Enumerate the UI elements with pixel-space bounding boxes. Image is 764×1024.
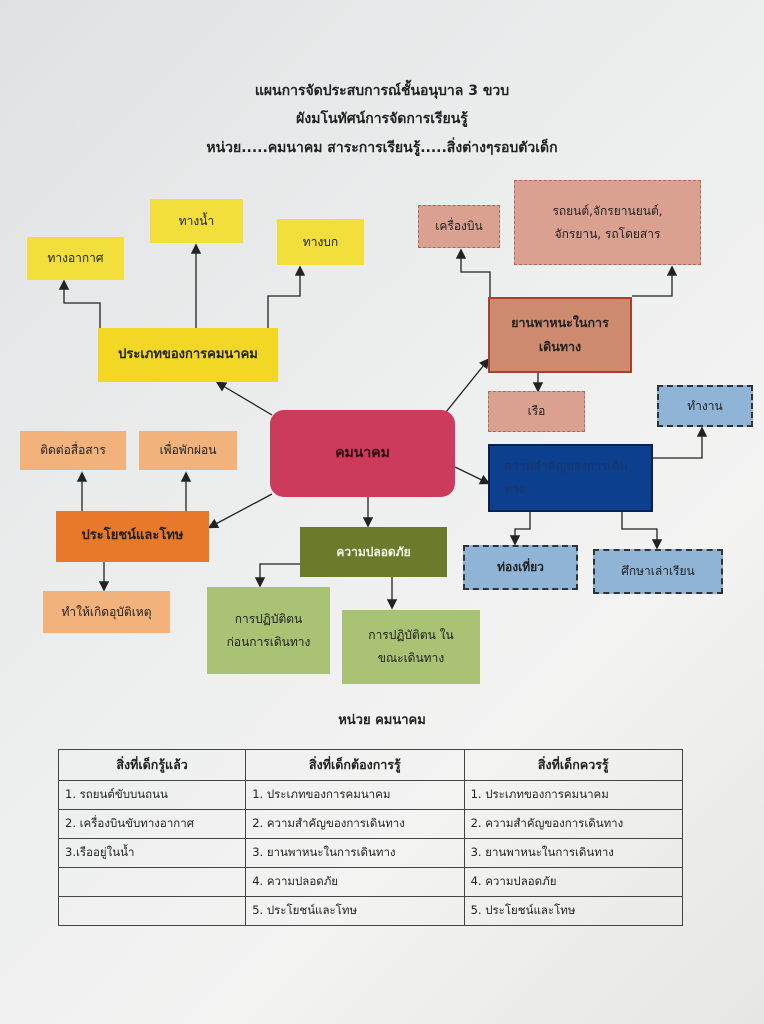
- doc-title: แผนการจัดประสบการณ์ชั้นอนุบาล 3 ขวบ: [254, 83, 510, 99]
- cell: 1. ประเภทของการคมนาคม: [245, 780, 465, 810]
- node-benefits: ประโยชน์และโทษ: [56, 511, 209, 562]
- node-communicate: ติดต่อสื่อสาร: [20, 431, 126, 470]
- node-center: คมนาคม: [270, 410, 455, 497]
- header-known: สิ่งที่เด็กรู้แล้ว: [57, 749, 247, 781]
- node-types: ประเภทของการคมนาคม: [98, 328, 278, 382]
- cell: [57, 867, 247, 897]
- node-during-travel: การปฏิบัติตน ในขณะเดินทาง: [342, 610, 480, 684]
- node-road-vehicles: รถยนต์,จักรยานยนต์, จักรยาน, รถโดยสาร: [514, 180, 701, 265]
- table-header-row: สิ่งที่เด็กรู้แล้วสิ่งที่เด็กต้องการรู้ส…: [57, 749, 684, 781]
- cell: [57, 896, 247, 926]
- cell: 5. ประโยชน์และโทษ: [245, 896, 465, 926]
- cell: 1. ประเภทของการคมนาคม: [463, 780, 684, 810]
- node-plane: เครื่องบิน: [418, 205, 500, 248]
- doc-subtitle: ผังมโนทัศน์การจัดการเรียนรู้: [296, 111, 468, 127]
- node-study: ศึกษาเล่าเรียน: [593, 549, 723, 594]
- node-boat: เรือ: [488, 391, 585, 432]
- table-caption: หน่วย คมนาคม: [338, 713, 426, 728]
- unit-line: หน่วย.....คมนาคม สาระการเรียนรู้.....สิ่…: [206, 140, 558, 156]
- node-importance: ความสำคัญของการเดินทาง: [488, 444, 653, 512]
- cell: 2. ความสำคัญของการเดินทาง: [463, 809, 684, 839]
- node-work: ทำงาน: [657, 385, 753, 427]
- cell: 3. ยานพาหนะในการเดินทาง: [245, 838, 465, 868]
- node-travel: ท่องเที่ยว: [463, 545, 578, 590]
- connector-lines: [58, 243, 708, 610]
- node-land: ทางบก: [277, 219, 364, 265]
- cell: 3. ยานพาหนะในการเดินทาง: [463, 838, 684, 868]
- cell: 4. ความปลอดภัย: [245, 867, 465, 897]
- cell: 2. เครื่องบินขับทางอากาศ: [57, 809, 247, 839]
- cell: 5. ประโยชน์และโทษ: [463, 896, 684, 926]
- cell: 2. ความสำคัญของการเดินทาง: [245, 809, 465, 839]
- node-before-travel: การปฏิบัติตน ก่อนการเดินทาง: [207, 587, 330, 674]
- knowledge-table: สิ่งที่เด็กรู้แล้วสิ่งที่เด็กต้องการรู้ส…: [57, 749, 684, 926]
- cell: 4. ความปลอดภัย: [463, 867, 684, 897]
- node-accident: ทำให้เกิดอุบัติเหตุ: [43, 591, 170, 633]
- node-vehicles: ยานพาหนะในการเดินทาง: [488, 297, 632, 373]
- cell: 1. รถยนต์ขับบนถนน: [57, 780, 247, 810]
- node-relax: เพื่อพักผ่อน: [139, 431, 237, 470]
- node-water: ทางน้ำ: [150, 199, 243, 243]
- node-air: ทางอากาศ: [27, 237, 124, 280]
- cell: 3.เรืออยู่ในน้ำ: [57, 838, 247, 868]
- header-should: สิ่งที่เด็กควรรู้: [463, 749, 684, 781]
- node-safety: ความปลอดภัย: [300, 527, 447, 577]
- header-want: สิ่งที่เด็กต้องการรู้: [245, 749, 465, 781]
